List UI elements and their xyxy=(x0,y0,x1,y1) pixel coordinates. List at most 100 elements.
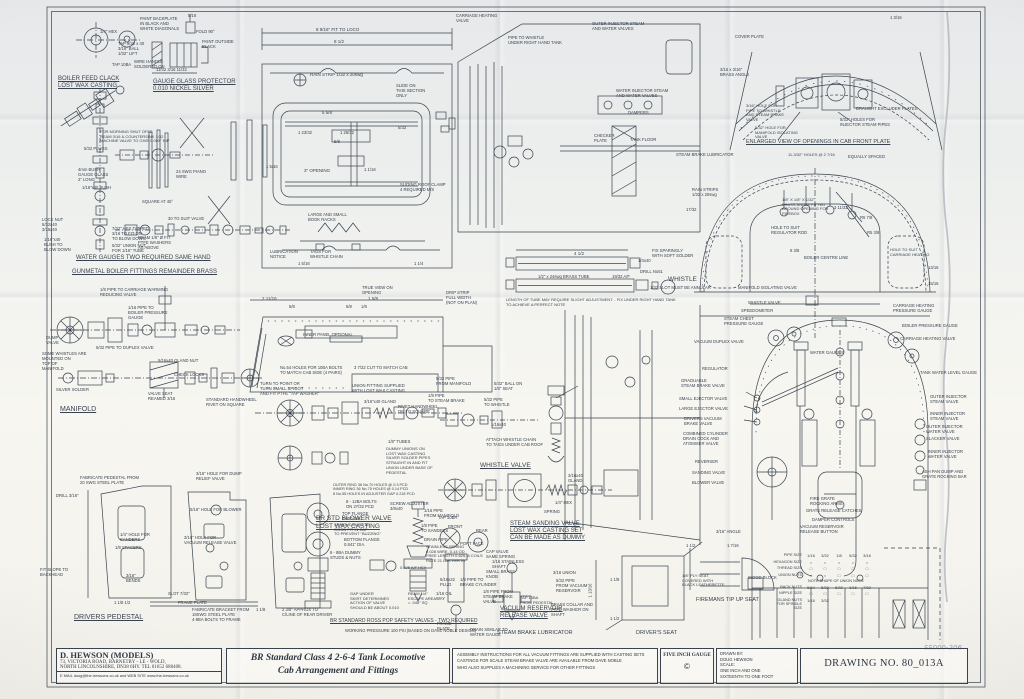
drawing-annotation: BR STANDARD ROSS POP SAFETY VALVES - TWO… xyxy=(330,618,478,624)
scale-label: SCALE: xyxy=(720,662,735,668)
drawing-annotation: RAIN STRIPS 1/32 x 20swg xyxy=(692,187,719,197)
drawing-annotation: OUTER RING 36 No.70 HOLES @ 0.3 PCD INNE… xyxy=(333,483,415,496)
drawing-annotation: WATER GAUGES xyxy=(810,350,844,355)
fittings-cell: 7/32 xyxy=(863,584,871,590)
drawing-annotation: STEAM CHEST PRESSURE GAUGE xyxy=(724,316,764,326)
drawing-annotation: STEAM BRAKE LUBRICATOR xyxy=(497,630,573,636)
drawing-annotation: 1 1/16 xyxy=(364,167,376,172)
drawing-annotation: WIRE HANDLE SOLDERED ON xyxy=(134,59,165,69)
drawing-annotation: 1/8 SPACERS xyxy=(115,545,142,550)
drawing-annotation: LENGTH OF TUBE MAY REQUIRE SLIGHT ADJUST… xyxy=(506,297,676,307)
fittings-cell: □ xyxy=(809,591,813,596)
drawing-annotation: R5 3/8 xyxy=(867,230,880,235)
drawing-annotation: OUTER INJECTOR WATER VALVE xyxy=(926,424,963,434)
fittings-table-row: THREAD SIZE□□□□□ xyxy=(768,566,880,571)
drawing-annotation: 1/8" PLY SEAT COVERED WITH BLACK LEATHER… xyxy=(682,573,725,588)
drawing-annotation: R5 7/8 xyxy=(860,215,873,220)
drawing-annotation: 1/8 PIPE TO CARRIAGE WARMING REDUCING VA… xyxy=(100,287,169,297)
drawing-annotation: 1 3/16 xyxy=(890,15,902,20)
drawing-annotation: TAP 10BA xyxy=(112,62,132,67)
drawing-annotation: 8 - 8BA DUMMY STUDS & NUTS xyxy=(330,550,361,560)
drawing-annotation: CARRIAGE HEATING VALVE xyxy=(456,13,498,23)
drawing-annotation: 1/16"x40 BUSH xyxy=(82,185,112,190)
drawing-annotation: 3/16 x 3/16" BRASS ANGLE xyxy=(720,67,750,77)
drawing-annotation: TOP FLANGE 0.850 DIA. xyxy=(342,511,369,521)
drawing-annotation: BR STD BLOWER VALVE LOST WAX CASTING xyxy=(316,515,392,530)
drawing-annotation: STAINLESS SPRING 0.028 WIRE, 0.14 OD FRE… xyxy=(426,544,483,564)
drawing-annotation: GAP UNDER SKIRT DETERMINES ACTION OF VAL… xyxy=(350,591,399,611)
drawing-annotation: DRIVERS VACUUM BRAKE VALVE xyxy=(684,416,722,426)
drawing-annotation: LUBRICATION NOTICE xyxy=(270,249,298,259)
drawing-annotation: 11-3/32" HOLES @ 2 7/16 xyxy=(788,152,835,157)
drawing-annotation: INNER PANEL OPTIONAL xyxy=(303,332,353,337)
drawing-annotation: 5/32" UNION NUT FOR 1/16" TUBE xyxy=(112,243,147,253)
drawing-annotation: 2 11/16 xyxy=(262,296,277,301)
fittings-cell: 3/32 xyxy=(821,597,829,603)
drawing-annotation: PORT FACE xyxy=(460,541,484,546)
drawing-annotation: 3/16" HOLE FOR DUMP RELIEF VALVE xyxy=(196,471,242,481)
fittings-cell: □ xyxy=(837,566,841,571)
drawing-annotation: 3/16"x40 GLAND xyxy=(364,399,396,404)
drawing-annotation: STEAM BRAKE LUBRICATOR xyxy=(676,152,734,157)
drawing-annotation: 1/16x40 xyxy=(491,422,506,427)
drawing-annotation: MANIFOLD xyxy=(60,406,97,413)
drawing-annotation: 1 7/16 xyxy=(727,543,739,548)
drawing-annotation: 1 13/16 xyxy=(587,583,593,598)
drawing-annotation: 0.525 A/F HEX xyxy=(400,565,427,570)
company-address-line1: 73, VICTORIA ROAD, BARNETBY - LE - WOLD, xyxy=(60,660,166,665)
fittings-cell: ○ xyxy=(809,559,813,565)
drawing-annotation: FABRICATE PEDESTAL FROM 20 SWG STEEL PLA… xyxy=(80,475,140,485)
drawing-annotation: BOILER PRESSURE GAUGE xyxy=(902,323,958,328)
fittings-cell: 5/32 xyxy=(835,584,843,590)
drawing-annotation: LARGE EJECTOR VALVE xyxy=(679,406,728,411)
drawing-annotation: 4mm BUSH GAUGE GLASS 2" LONG xyxy=(78,167,109,182)
drawing-annotation: FRONT xyxy=(448,524,463,529)
drawing-annotation: 3 11/32 xyxy=(834,205,848,210)
drawing-annotation: 30 TO SUIT VALVE xyxy=(168,216,205,221)
scale-line2: SIXTEENTH TO ONE FOOT xyxy=(720,673,774,679)
drawing-annotation: 3/16" HOLE FOR PIPE TO WHISTLE AND STEAM… xyxy=(746,103,785,123)
drawing-annotation: HOLE TO SUIT CARRIAGE HEATING xyxy=(890,247,930,257)
fittings-cell: □ xyxy=(823,566,827,571)
fittings-cell: 5/32 xyxy=(849,553,857,558)
fittings-cell: 1/16 xyxy=(807,553,815,558)
drawing-annotation: 5 5/8 xyxy=(322,110,333,115)
fittings-cell: ○ xyxy=(837,559,841,565)
drawing-annotation: SCREW ADJUSTER 3/8x40 xyxy=(390,501,429,511)
drawing-annotation: WOOD BLOCK xyxy=(748,575,777,580)
drawing-annotation: 1/16"x40 BUSH TO BLOW DOWN xyxy=(44,237,71,252)
drawing-annotation: LOCK NUT 5/32x40 3/16x40 xyxy=(42,217,64,232)
drawing-annotation: STEAM SANDING VALVE LOST WAX CASTING SET… xyxy=(510,521,586,542)
drawing-annotation: HOLE TO SUIT REGULATOR ROD xyxy=(771,225,808,235)
drawing-annotation: 1/4x40 xyxy=(638,258,651,263)
fittings-cell: □ xyxy=(837,572,841,578)
drawing-annotation: SMALL EJECTOR VALVE xyxy=(679,396,728,401)
drawing-annotation: CAP VALVE SAME SPRING xyxy=(486,549,516,559)
drawing-annotation: 1 1/2 xyxy=(686,543,696,548)
drawing-annotation: 5/8 xyxy=(334,139,340,144)
drawing-annotation: 5/16 xyxy=(188,13,197,18)
drawing-annotation: 5/16x40 GLAND NUT xyxy=(158,358,199,363)
drawing-annotation: WHISTLE xyxy=(668,276,697,283)
drawing-annotation: INNER INJECTOR STEAM VALVE xyxy=(930,411,966,421)
drawing-annotation: MANIFOLD ISOLATING VALVE xyxy=(738,285,797,290)
drawing-annotation: 1 5/16 xyxy=(266,164,278,169)
drawing-annotation: DRIVERS PEDESTAL xyxy=(74,614,144,621)
drawing-annotation: EQUALLY SPACED xyxy=(848,154,886,159)
title-block-company-box: D. HEWSON (MODELS) 73, VICTORIA ROAD, BA… xyxy=(56,648,222,684)
drawing-annotation: 5/8 xyxy=(289,304,295,309)
drawing-annotation: COVER PLATE xyxy=(735,34,765,39)
fittings-cell: ○ xyxy=(823,559,827,565)
drawing-annotation: ENLARGED VIEW OF OPENINGS IN CAB FRONT P… xyxy=(746,139,891,145)
title-block-number-box: DRAWING NO. 80_013A xyxy=(800,648,968,684)
drawing-annotation: OUTER INJECTOR STEAM AND WATER VALVES xyxy=(592,21,645,31)
drawing-annotation: FOR MORNING SHUT OFFS REAM 3/16 & COUNTE… xyxy=(100,129,170,144)
title-block-title-box: BR Standard Class 4 2-6-4 Tank Locomotiv… xyxy=(226,648,450,684)
drawing-annotation: GUNMETAL BOILER FITTINGS REMAINDER BRASS xyxy=(72,269,218,275)
drawing-annotation: DRIP STRIP FULL WIDTH (NOT ON PLAN) xyxy=(446,290,478,305)
drawing-annotation: 1/8 xyxy=(361,304,367,309)
fittings-cell: ○ xyxy=(865,559,869,565)
drawing-annotation: 1/32 SLOT MUST BE ANNULAR xyxy=(650,285,711,290)
fittings-cell: □ xyxy=(865,591,869,596)
